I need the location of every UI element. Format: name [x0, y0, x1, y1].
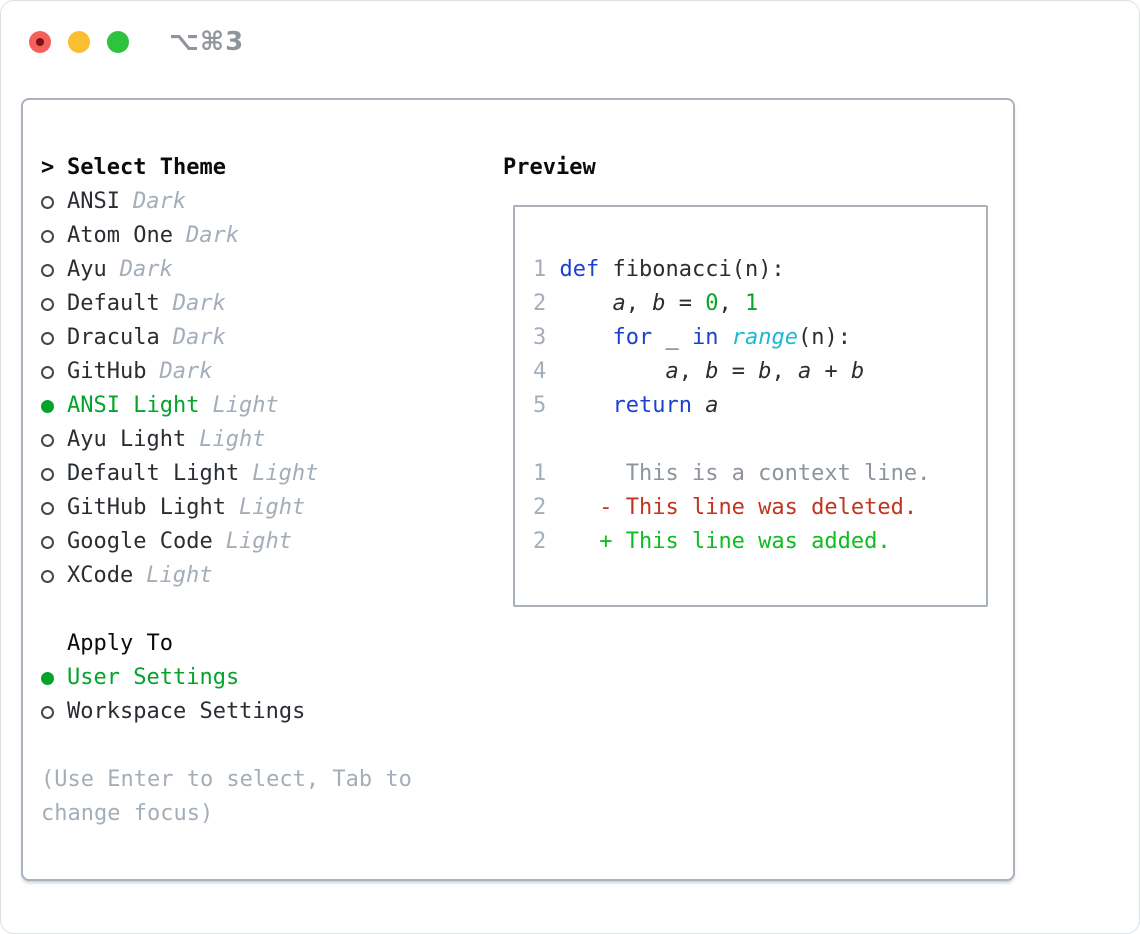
apply-to-option[interactable]: Workspace Settings — [41, 695, 486, 729]
radio-unselected-icon — [41, 705, 55, 719]
focus-caret-icon: > — [41, 155, 55, 180]
code-line: 2 - This line was deleted. — [533, 495, 918, 520]
apply-to-header: Apply To — [41, 627, 486, 661]
theme-option[interactable]: Google Code Light — [41, 525, 486, 559]
option-label: GitHub Light — [67, 495, 226, 520]
theme-variant-tag: Dark — [172, 291, 226, 316]
minimize-button-icon[interactable] — [68, 31, 90, 53]
spacer — [41, 729, 486, 763]
apply-to-option[interactable]: User Settings — [41, 661, 486, 695]
radio-unselected-icon — [41, 331, 55, 345]
radio-unselected-icon — [41, 195, 55, 209]
option-label: XCode — [67, 563, 134, 588]
titlebar: ⌥⌘3 — [29, 27, 244, 57]
radio-selected-icon — [41, 671, 55, 685]
theme-variant-tag: Dark — [185, 223, 239, 248]
theme-variant-tag: Dark — [132, 189, 186, 214]
theme-option[interactable]: Atom One Dark — [41, 219, 486, 253]
radio-unselected-icon — [41, 229, 55, 243]
radio-unselected-icon — [41, 297, 55, 311]
code-line: 5 return a — [533, 393, 719, 418]
code-line: 2 a, b = 0, 1 — [533, 291, 759, 316]
theme-variant-tag: Dark — [159, 359, 213, 384]
hint-line: (Use Enter to select, Tab to — [41, 767, 412, 792]
window-title: ⌥⌘3 — [169, 27, 245, 57]
theme-option[interactable]: Ayu Light Light — [41, 423, 486, 457]
section-title: Preview — [503, 155, 596, 180]
theme-variant-tag: Light — [225, 529, 292, 554]
theme-variant-tag: Dark — [172, 325, 226, 350]
radio-unselected-icon — [41, 263, 55, 277]
theme-variant-tag: Light — [199, 427, 266, 452]
section-title: Apply To — [67, 631, 173, 656]
theme-option[interactable]: ANSI Dark — [41, 185, 486, 219]
section-title: Select Theme — [67, 155, 226, 180]
option-label: Atom One — [67, 223, 173, 248]
theme-option[interactable]: Default Light Light — [41, 457, 486, 491]
theme-option[interactable]: Ayu Dark — [41, 253, 486, 287]
theme-variant-tag: Light — [212, 393, 279, 418]
theme-option[interactable]: ANSI Light Light — [41, 389, 486, 423]
radio-selected-icon — [41, 399, 55, 413]
option-label: GitHub — [67, 359, 147, 384]
code-line: 1 This is a context line. — [533, 461, 931, 486]
theme-variant-tag: Light — [146, 563, 213, 588]
theme-variant-tag: Light — [238, 495, 306, 520]
radio-unselected-icon — [41, 535, 55, 549]
option-label: Ayu Light — [67, 427, 187, 452]
preview-header: Preview — [503, 151, 1003, 185]
option-label: ANSI Light — [67, 393, 200, 418]
select-theme-header: > Select Theme — [41, 151, 486, 185]
option-label: Default Light — [67, 461, 240, 486]
theme-variant-tag: Light — [252, 461, 319, 486]
theme-option[interactable]: Default Dark — [41, 287, 486, 321]
option-label: User Settings — [67, 665, 240, 690]
theme-option[interactable]: GitHub Light Light — [41, 491, 486, 525]
theme-option[interactable]: GitHub Dark — [41, 355, 486, 389]
radio-unselected-icon — [41, 433, 55, 447]
theme-option[interactable]: XCode Light — [41, 559, 486, 593]
theme-variant-tag: Dark — [119, 257, 173, 282]
preview-box: 1 def fibonacci(n): 2 a, b = 0, 1 3 for _ … — [513, 205, 988, 607]
radio-unselected-icon — [41, 569, 55, 583]
hint-text: (Use Enter to select, Tab to change focus… — [41, 763, 486, 831]
zoom-button-icon[interactable] — [107, 31, 129, 53]
radio-unselected-icon — [41, 365, 55, 379]
option-label: ANSI — [67, 189, 120, 214]
code-line: 1 def fibonacci(n): — [533, 257, 785, 282]
radio-unselected-icon — [41, 467, 55, 481]
option-label: Dracula — [67, 325, 160, 350]
preview-pane: Preview 1 def fibonacci(n): 2 a, b = 0, 1… — [503, 151, 1003, 607]
spacer — [41, 593, 486, 627]
theme-option[interactable]: Dracula Dark — [41, 321, 486, 355]
close-button-icon[interactable] — [29, 31, 51, 53]
option-label: Workspace Settings — [67, 699, 306, 724]
option-label: Google Code — [67, 529, 213, 554]
code-line: 3 for _ in range(n): — [533, 325, 851, 350]
code-line — [533, 423, 986, 457]
option-label: Ayu — [67, 257, 107, 282]
radio-unselected-icon — [41, 501, 55, 515]
code-line: 4 a, b = b, a + b — [533, 359, 865, 384]
option-label: Default — [67, 291, 160, 316]
hint-line: change focus) — [41, 801, 214, 826]
code-line: 2 + This line was added. — [533, 529, 891, 554]
preview-code: 1 def fibonacci(n): 2 a, b = 0, 1 3 for _ … — [533, 253, 986, 559]
